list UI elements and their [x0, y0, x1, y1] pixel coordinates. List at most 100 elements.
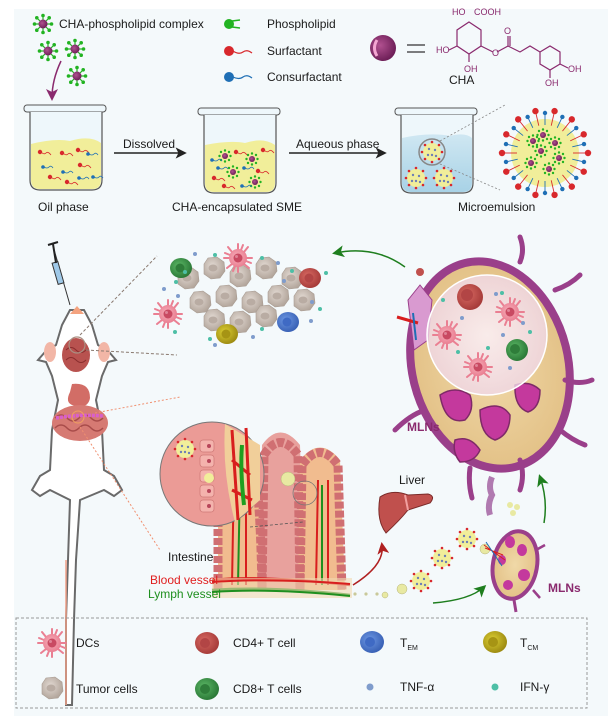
tumor-cell: [255, 304, 278, 328]
mln-upper-label: MLNs: [407, 420, 440, 434]
complex-group-icon: [37, 38, 88, 87]
cosurfactant-head: [581, 141, 587, 147]
cosurfactant-head: [542, 110, 548, 116]
legend-label-ifn: IFN-γ: [520, 680, 549, 694]
consurfactant-legend-label: Consurfactant: [267, 70, 342, 84]
tnf-alpha-dot-icon: [366, 683, 374, 691]
tumor-cell-icon: [41, 676, 64, 700]
legend-label-cd4: CD4+ T cell: [233, 636, 296, 650]
ifn-gamma-dot: [173, 330, 177, 334]
complex-legend-label: CHA-phospholipid complex: [59, 17, 204, 31]
oil-phase-beaker: [23, 104, 107, 191]
ifn-gamma-dot: [213, 253, 217, 257]
aqueous-phase-label: Aqueous phase: [296, 137, 380, 151]
tumor-cell: [255, 256, 278, 280]
surfactant-head: [503, 131, 510, 138]
cosurfactant-head: [574, 125, 579, 131]
lymph-vessel-label: Lymph vessel: [148, 587, 221, 601]
complex-legend-icon: [32, 13, 54, 35]
cha-ho-top: HO: [452, 7, 466, 17]
tnf-alpha-dot: [276, 261, 280, 265]
complex-to-oil-arrow: [46, 60, 62, 101]
surfactant-head: [580, 131, 587, 138]
tnf-alpha-dot: [310, 300, 314, 304]
mln-lower-label: MLNs: [548, 581, 581, 595]
phospholipid-legend-label: Phospholipid: [267, 17, 336, 31]
cosurfactant-head: [581, 159, 587, 165]
cosurfactant-head: [511, 175, 516, 181]
mln-lower-illustration: [483, 475, 546, 613]
cha-complex: [534, 144, 548, 158]
villus-magnifier: [159, 421, 296, 527]
sme-beaker: [197, 107, 281, 194]
microemulsion-label: Microemulsion: [458, 200, 535, 214]
mouse-illustration: [30, 306, 124, 706]
tumor-microenvironment: [153, 243, 328, 347]
cha-oh-bottom: OH: [464, 64, 478, 74]
tumor-connector: [79, 255, 158, 336]
tumor-cell: [203, 256, 226, 280]
mln-to-tumor-arrow: [332, 245, 406, 268]
intestine-label: Intestine: [168, 550, 214, 564]
surfactant-head: [503, 168, 510, 175]
consurfactant-legend-icon: [224, 72, 253, 82]
tnf-alpha-dot: [176, 294, 180, 298]
tnf-alpha-dot: [282, 279, 286, 283]
lower-to-upper-mln-arrow: [537, 474, 549, 524]
ifn-gamma-dot: [318, 307, 322, 311]
ifn-gamma-dot: [174, 280, 178, 284]
ifn-gamma-dot: [260, 256, 264, 260]
blood-vessel-label: Blood vessel: [150, 573, 218, 587]
legend-label-cd8: CD8+ T cells: [233, 682, 302, 696]
cha-label: CHA: [449, 73, 474, 87]
ifn-gamma-dot: [324, 271, 328, 275]
liver-icon: [378, 491, 434, 534]
ifn-gamma-dot: [208, 337, 212, 341]
intestine-to-mln-arrow: [432, 584, 487, 604]
cha-complex: [548, 136, 562, 150]
surfactant-head: [514, 183, 522, 190]
tumor-cell: [293, 288, 316, 312]
liver-label: Liver: [399, 473, 425, 487]
tnf-alpha-dot: [193, 252, 197, 256]
dendritic-cell: [223, 243, 253, 273]
cha-complex: [552, 151, 566, 165]
ifn-gamma-dot: [183, 270, 187, 274]
ifn-gamma-dot-icon: [491, 683, 499, 691]
cosurfactant-head: [560, 186, 565, 192]
cha-complex: [526, 134, 540, 148]
cha-o-carbonyl: O: [504, 26, 511, 36]
cha-complex: [536, 128, 550, 142]
tem-cell-icon: [360, 631, 384, 653]
dissolved-label: Dissolved: [123, 137, 175, 151]
tumor-connector-lower: [85, 349, 178, 356]
cha-ho-left: HO: [436, 45, 450, 55]
cha-complex: [524, 156, 538, 170]
droplet-core: [511, 119, 579, 187]
equals-sign: [407, 44, 425, 53]
cha-sphere-icon: [370, 35, 396, 61]
surfactant-head: [532, 107, 539, 115]
legend-label-tumor: Tumor cells: [76, 682, 138, 696]
tnf-alpha-dot: [251, 335, 255, 339]
intestine-connector-lower: [79, 426, 161, 551]
cha-o-ester: O: [492, 48, 499, 58]
tumor-cell: [215, 284, 238, 308]
microemulsion-droplet-detail: [498, 107, 592, 199]
dendritic-cell: [153, 299, 183, 329]
syringe-icon: [47, 241, 71, 306]
legend-label-tnf: TNF-α: [400, 680, 434, 694]
tumor-cell: [267, 284, 290, 308]
sme-label: CHA-encapsulated SME: [172, 200, 302, 214]
phospholipid-legend-icon: [224, 19, 241, 29]
tcm-cell-icon: [483, 631, 507, 653]
legend-label-dcs: DCs: [76, 636, 99, 650]
surfactant-head: [551, 191, 558, 199]
cosurfactant-head: [574, 175, 579, 181]
ifn-gamma-dot: [260, 327, 264, 331]
cosurfactant-head: [525, 114, 530, 120]
cosurfactant-head: [503, 141, 509, 147]
cha-complex: [542, 162, 556, 176]
tnf-alpha-dot: [309, 319, 313, 323]
